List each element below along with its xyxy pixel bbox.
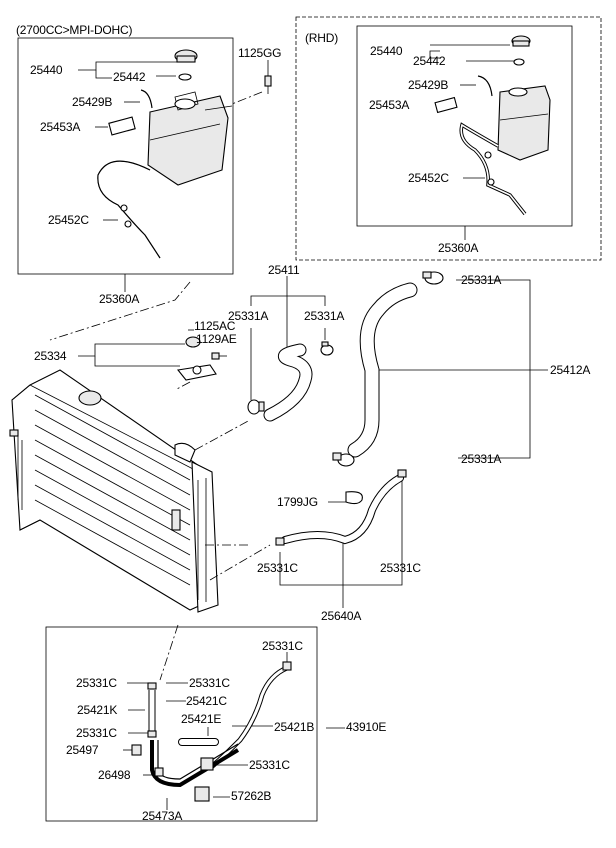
lower-hose-clamp-bottom-label: 25331A bbox=[461, 452, 502, 466]
reservoir-lhd-cap-label: 25440 bbox=[30, 63, 63, 77]
radiator-cap-leaders bbox=[78, 329, 194, 367]
oil-cooler-tube-label: 25473A bbox=[142, 809, 183, 823]
reservoir-rhd-gasket-icon bbox=[513, 58, 525, 66]
oil-hose-clamp-right-icon bbox=[397, 469, 407, 478]
radiator-cap-icon bbox=[176, 336, 217, 381]
reservoir-rhd-cap-label: 25440 bbox=[370, 44, 403, 58]
reservoir-lhd-box bbox=[17, 37, 234, 275]
reservoir-lhd-tube-icon bbox=[97, 160, 161, 259]
reservoir-lhd-gasket-label: 25442 bbox=[113, 70, 146, 84]
oil-cooler-clamp-top-label: 25331C bbox=[262, 639, 303, 653]
oil-cooler-assembly-label: 43910E bbox=[346, 720, 387, 734]
oil-cooler-tube-icon bbox=[150, 740, 240, 788]
reservoir-rhd-assembly-label: 25360A bbox=[438, 241, 479, 255]
oil-cooler-hose-b-label: 25421B bbox=[274, 720, 315, 734]
reservoir-rhd-hose-icon bbox=[477, 75, 493, 97]
oil-cooler-clamp-left-2-label: 25331C bbox=[76, 726, 117, 740]
oil-cooler-box bbox=[45, 626, 318, 822]
reservoir-rhd-hose-label: 25429B bbox=[408, 78, 449, 92]
reservoir-rhd-tube-label: 25452C bbox=[408, 171, 449, 185]
reservoir-rhd-label-icon bbox=[434, 96, 458, 114]
reservoir-rhd-decal-label: 25453A bbox=[369, 98, 410, 112]
oil-cooler-clip-label: 26498 bbox=[98, 768, 131, 782]
oil-hose-icon bbox=[281, 474, 404, 545]
lower-hose-icon bbox=[347, 282, 418, 458]
reservoir-lhd-assembly-label: 25360A bbox=[99, 292, 140, 306]
lower-hose-leaders bbox=[375, 279, 548, 459]
radiator-assembly-icon bbox=[9, 369, 219, 613]
upper-hose-clamp-right-icon bbox=[320, 341, 334, 356]
reservoir-lhd-hose-icon bbox=[140, 89, 153, 109]
reservoir-lhd-hose-label: 25429B bbox=[72, 95, 113, 109]
oil-cooler-hose-c-label: 25421C bbox=[186, 694, 227, 708]
oil-cooler-bracket-label: 25497 bbox=[66, 743, 99, 757]
reservoir-lhd-leaders bbox=[78, 60, 269, 221]
oil-cooler-clip-2-label: 57262B bbox=[231, 789, 272, 803]
oil-cooler-clamp-right-2-label: 25331C bbox=[249, 758, 290, 772]
reservoir-rhd-inner-box bbox=[356, 25, 573, 227]
reservoir-rhd-tube-icon bbox=[459, 122, 527, 216]
oil-cooler-leaders bbox=[123, 652, 345, 810]
oil-hose-label: 25640A bbox=[321, 609, 362, 623]
upper-hose-clamp-left-label: 25331A bbox=[228, 309, 269, 323]
oil-cooler-clip-icon bbox=[154, 767, 164, 777]
reservoir-rhd-box bbox=[295, 16, 602, 261]
oil-cooler-hose-e-label: 25421E bbox=[181, 712, 222, 726]
oil-cooler-hose-k-icon bbox=[147, 682, 157, 738]
reservoir-lhd-tank-icon bbox=[147, 91, 233, 186]
upper-hose-leaders bbox=[250, 276, 326, 400]
reservoir-lhd-bolt-label: 1125GG bbox=[238, 46, 282, 60]
oil-cooler-hose-b-icon bbox=[208, 661, 292, 770]
oil-cooler-clamp-left-1-label: 25331C bbox=[76, 676, 117, 690]
radiator-bolt-2-label: 1129AE bbox=[196, 332, 237, 346]
reservoir-rhd-tank-icon bbox=[497, 85, 551, 161]
reservoir-lhd-cap-icon bbox=[174, 49, 198, 63]
reservoir-lhd-bolt-icon bbox=[264, 75, 272, 94]
lower-hose-label: 25412A bbox=[550, 363, 591, 377]
oil-hose-clip-label: 1799JG bbox=[277, 495, 318, 509]
oil-cooler-clip-2-icon bbox=[194, 786, 210, 802]
oil-hose-clamp-left-label: 25331C bbox=[257, 561, 298, 575]
lower-hose-clamp-top-label: 25331A bbox=[461, 273, 502, 287]
rhd-heading: (RHD) bbox=[305, 31, 338, 45]
oil-hose-clamp-left-icon bbox=[275, 537, 285, 546]
oil-hose-clamp-right-label: 25331C bbox=[380, 561, 421, 575]
radiator-bolt-icon bbox=[211, 352, 227, 360]
oil-hose-clip-icon bbox=[345, 491, 363, 505]
oil-cooler-hose-k-label: 25421K bbox=[77, 703, 118, 717]
oil-cooler-clamp-right-1-label: 25331C bbox=[189, 676, 230, 690]
reservoir-lhd-decal-label: 25453A bbox=[40, 120, 81, 134]
oil-hose-leaders bbox=[279, 480, 403, 608]
upper-hose-icon bbox=[263, 343, 313, 422]
lower-hose-clamp-top-icon bbox=[422, 271, 444, 285]
reservoir-lhd-gasket-icon bbox=[178, 73, 192, 81]
reservoir-rhd-cap-icon bbox=[511, 35, 531, 47]
radiator-bolt-1-label: 1125AC bbox=[194, 319, 236, 333]
reservoir-rhd-gasket-label: 25442 bbox=[413, 54, 446, 68]
upper-hose-label: 25411 bbox=[268, 263, 300, 277]
engine-heading: (2700CC>MPI-DOHC) bbox=[16, 23, 133, 37]
radiator-cap-assy-label: 25334 bbox=[34, 349, 67, 363]
reservoir-lhd-tube-label: 25452C bbox=[48, 213, 89, 227]
upper-hose-clamp-left-icon bbox=[247, 399, 265, 415]
oil-cooler-bracket-icon bbox=[131, 744, 142, 756]
reservoir-lhd-label-icon bbox=[108, 116, 136, 136]
lower-hose-clamp-bottom-icon bbox=[332, 452, 355, 467]
upper-hose-clamp-right-label: 25331A bbox=[304, 309, 345, 323]
